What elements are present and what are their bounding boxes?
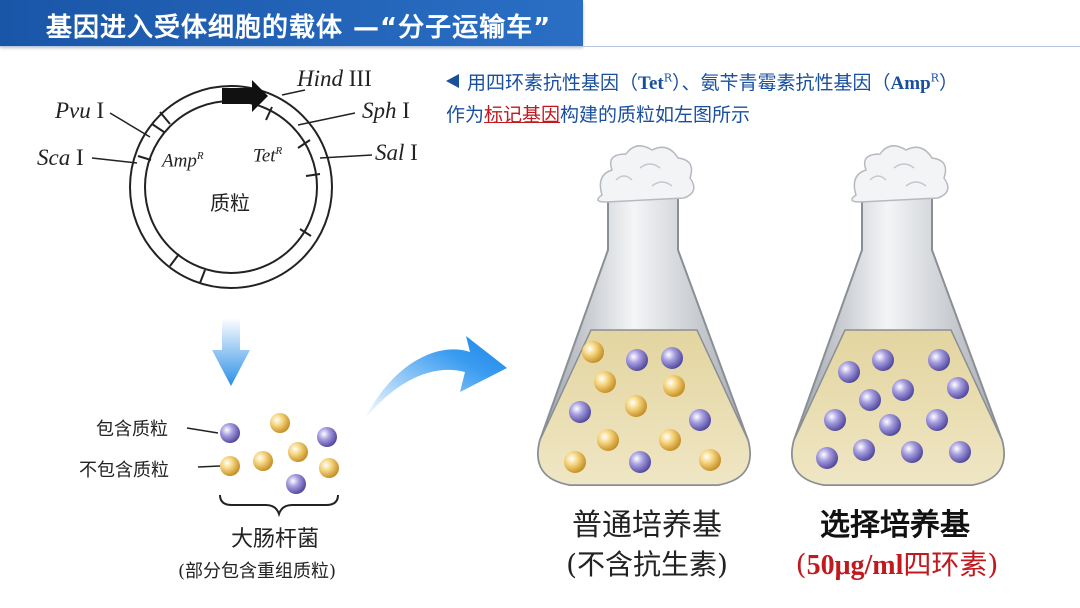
down-arrow	[212, 318, 250, 386]
curved-arrow	[364, 336, 507, 420]
bacterium	[317, 427, 337, 447]
marker-gene-highlight: 标记基因	[484, 104, 561, 126]
title-bar: 基因进入受体细胞的载体 —“分子运输车”	[0, 0, 583, 46]
note-line-2: 作为标记基因构建的质粒如左图所示	[446, 104, 751, 126]
label-without-plasmid: 不包含质粒	[79, 460, 169, 481]
site-hind-iii: Hind III	[297, 66, 372, 91]
bacterium	[625, 395, 647, 417]
bacterium	[629, 451, 651, 473]
title-divider	[0, 46, 1080, 47]
bacterium-without-plasmid-legend	[220, 456, 240, 476]
bacterium	[859, 389, 881, 411]
flask-selective	[791, 145, 1005, 486]
bacterium	[824, 409, 846, 431]
site-sal-i: Sal I	[375, 140, 418, 165]
brace	[219, 494, 339, 518]
tet-direction-arrow	[222, 80, 268, 112]
bacterium	[564, 451, 586, 473]
flask-selective-title: 选择培养基	[820, 508, 970, 543]
bacterium	[286, 474, 306, 494]
left-triangle-icon	[446, 74, 459, 88]
label-with-plasmid: 包含质粒	[96, 419, 168, 440]
note-line-1: 用四环素抗性基因（TetR）、氨苄青霉素抗性基因（AmpR）	[446, 68, 958, 95]
site-pvu-i: Pvu I	[55, 98, 105, 123]
bacteria-group	[220, 413, 339, 494]
flask-selective-subtitle: (50μg/ml四环素)	[795, 548, 999, 581]
bacterium	[901, 441, 923, 463]
bacterium	[926, 409, 948, 431]
bacterium	[626, 349, 648, 371]
bacterium	[949, 441, 971, 463]
bacteria-note: (部分包含重组质粒)	[178, 561, 337, 582]
bacterium	[853, 439, 875, 461]
site-sca-i: Sca I	[37, 145, 84, 170]
gene-tet: TetR	[253, 145, 283, 167]
bacterium	[597, 429, 619, 451]
bacterium	[689, 409, 711, 431]
bacterium	[816, 447, 838, 469]
bacterium	[892, 379, 914, 401]
flask-normal-title: 普通培养基	[572, 508, 722, 543]
bacterium	[928, 349, 950, 371]
bacterium	[947, 377, 969, 399]
bacterium	[270, 413, 290, 433]
bacterium	[661, 347, 683, 369]
gene-amp: AmpR	[162, 150, 204, 172]
bacterium	[288, 442, 308, 462]
bacterium	[319, 458, 339, 478]
bacterium	[879, 414, 901, 436]
bacterium	[569, 401, 591, 423]
bacterium	[838, 361, 860, 383]
bacterium	[699, 449, 721, 471]
page-title: 基因进入受体细胞的载体 —“分子运输车”	[46, 13, 552, 43]
flask-normal-subtitle: (不含抗生素)	[566, 548, 728, 581]
bacteria-name: 大肠杆菌	[231, 527, 320, 552]
bacterium	[659, 429, 681, 451]
bacterium	[663, 375, 685, 397]
bacterium	[582, 341, 604, 363]
flask-normal	[537, 145, 751, 486]
bacterium	[253, 451, 273, 471]
plasmid-label: 质粒	[210, 191, 250, 215]
bacterium	[872, 349, 894, 371]
bacterium-with-plasmid-legend	[220, 423, 240, 443]
site-sph-i: Sph I	[362, 98, 410, 123]
bacterium	[594, 371, 616, 393]
